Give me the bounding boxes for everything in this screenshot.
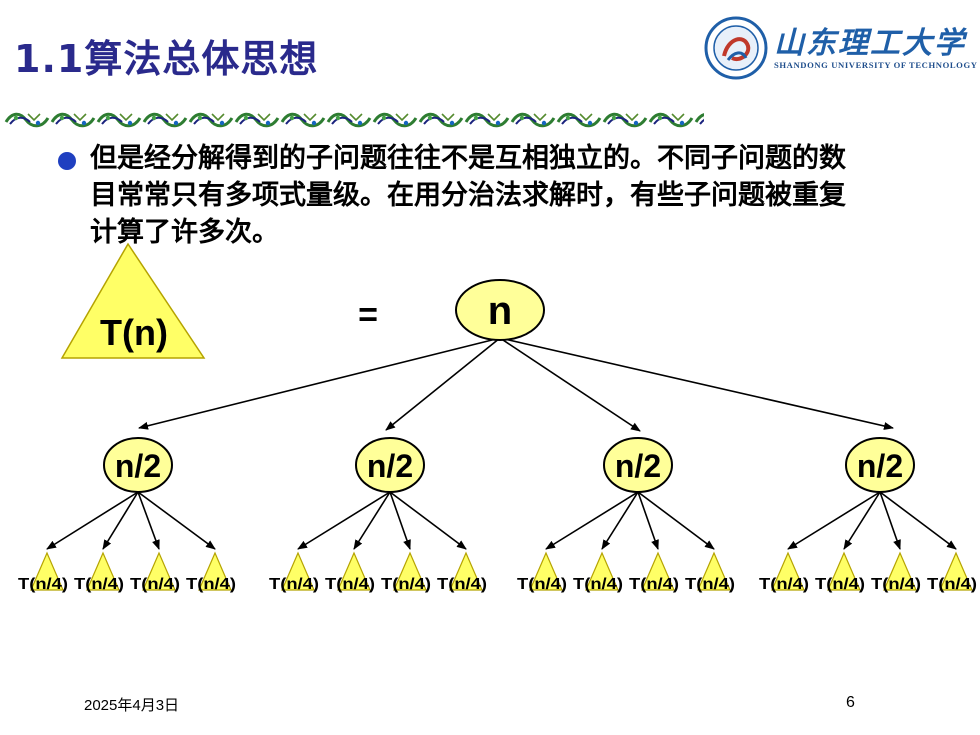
- tree-edge-arrow: [545, 491, 639, 550]
- leaf-label: T(n/4): [437, 576, 487, 593]
- leaf-label: T(n/4): [815, 576, 865, 593]
- subproblem-node-label: n/2: [615, 448, 661, 484]
- tree-nodes: T(n) = n n/2 n/2 n/2 n/2T(n/4) T(n/4) T(n/4) T(n/…: [18, 242, 977, 593]
- tree-edge-arrow: [389, 491, 411, 550]
- logo-chinese-name: 山东理工大学: [774, 26, 966, 61]
- subproblem-node: [355, 437, 425, 493]
- leaf-triangle: [771, 551, 805, 591]
- tree-edge-arrow: [389, 491, 467, 550]
- leaf-label: T(n/4): [629, 576, 679, 593]
- tree-edge-arrow: [102, 491, 139, 550]
- subproblem-node-label: n/2: [367, 448, 413, 484]
- subproblem-node: [103, 437, 173, 493]
- bullet-marker: [58, 152, 76, 170]
- leaf-label: T(n/4): [325, 576, 375, 593]
- leaf-label: T(n/4): [269, 576, 319, 593]
- leaf-triangle: [142, 551, 176, 591]
- leaf-triangle: [641, 551, 675, 591]
- subproblem-node-label: n/2: [857, 448, 903, 484]
- leaf-triangle: [585, 551, 619, 591]
- leaf-triangle: [697, 551, 731, 591]
- leaf-label: T(n/4): [685, 576, 735, 593]
- root-triangle-label: T(n): [100, 312, 168, 353]
- leaf-triangle: [86, 551, 120, 591]
- tree-edge-arrow: [601, 491, 639, 550]
- footer-date: 2025年4月3日: [84, 697, 180, 714]
- tree-edge-arrow: [787, 491, 881, 550]
- slide-title: 1.1算法总体思想: [14, 37, 319, 81]
- university-emblem-icon: [704, 16, 768, 80]
- leaf-label: T(n/4): [186, 576, 236, 593]
- equals-sign: =: [358, 296, 378, 334]
- logo-english-name: SHANDONG UNIVERSITY OF TECHNOLOGY: [774, 60, 978, 70]
- tree-edge-arrow: [297, 491, 391, 550]
- leaf-triangle: [883, 551, 917, 591]
- root-node: [455, 279, 545, 341]
- tree-edge-arrow: [137, 491, 216, 550]
- subproblem-node-label: n/2: [115, 448, 161, 484]
- leaf-triangle: [198, 551, 232, 591]
- leaf-triangle: [939, 551, 973, 591]
- leaf-label: T(n/4): [130, 576, 180, 593]
- decorative-divider: [4, 110, 704, 130]
- leaf-label: T(n/4): [871, 576, 921, 593]
- leaf-label: T(n/4): [573, 576, 623, 593]
- leaf-label: T(n/4): [18, 576, 68, 593]
- leaf-triangle: [393, 551, 427, 591]
- tree-edge-arrow: [879, 491, 957, 550]
- tree-edge-arrow: [385, 337, 501, 431]
- bullet-text: 但是经分解得到的子问题往往不是互相独立的。不同子问题的数目常常只有多项式量级。在…: [90, 143, 846, 248]
- root-node-label: n: [488, 289, 512, 333]
- leaf-triangle: [827, 551, 861, 591]
- leaf-triangle: [449, 551, 483, 591]
- leaf-triangle: [30, 551, 64, 591]
- leaf-label: T(n/4): [381, 576, 431, 593]
- leaf-label: T(n/4): [74, 576, 124, 593]
- leaf-label: T(n/4): [517, 576, 567, 593]
- tree-edge-arrow: [637, 491, 715, 550]
- tree-edge-arrow: [843, 491, 881, 550]
- tree-edge-arrow: [138, 337, 501, 430]
- tree-edge-arrow: [499, 337, 894, 430]
- bullet-point: 但是经分解得到的子问题往往不是互相独立的。不同子问题的数目常常只有多项式量级。在…: [58, 140, 858, 251]
- tree-edges: [46, 337, 957, 550]
- leaf-triangle: [337, 551, 371, 591]
- page-number: 6: [846, 694, 855, 711]
- university-logo: 山东理工大学 SHANDONG UNIVERSITY OF TECHNOLOGY: [702, 14, 977, 84]
- leaf-label: T(n/4): [759, 576, 809, 593]
- tree-edge-arrow: [46, 491, 139, 550]
- subproblem-node: [845, 437, 915, 493]
- tree-edge-arrow: [499, 337, 641, 432]
- root-triangle: [60, 242, 206, 359]
- leaf-label: T(n/4): [927, 576, 977, 593]
- tree-edge-arrow: [353, 491, 391, 550]
- tree-edge-arrow: [137, 491, 160, 550]
- tree-edge-arrow: [879, 491, 901, 550]
- leaf-triangle: [281, 551, 315, 591]
- subproblem-node: [603, 437, 673, 493]
- tree-edge-arrow: [637, 491, 659, 550]
- leaf-triangle: [529, 551, 563, 591]
